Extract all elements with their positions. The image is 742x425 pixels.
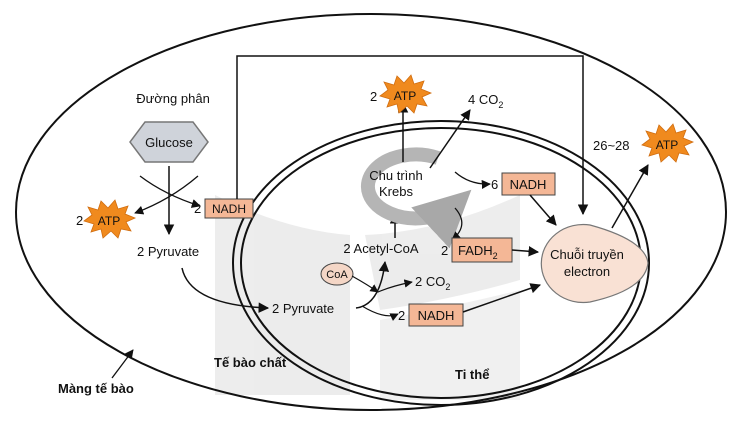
- nadh-mito-label: NADH: [418, 308, 455, 323]
- etc-label-line2: electron: [564, 264, 610, 279]
- coa-arrow: [351, 275, 379, 293]
- cytoplasm-label: Tế bào chất: [214, 355, 287, 370]
- atp-krebs-label: ATP: [394, 89, 416, 103]
- fadh2-to-etc-arrow: [511, 246, 540, 257]
- krebs-to-nadh-arrow: [454, 171, 491, 189]
- atp-burst-etc: [641, 123, 695, 163]
- krebs-to-co2-arrow: [429, 109, 471, 169]
- glycolysis-label: Đường phân: [136, 91, 210, 106]
- watermark-logo: [215, 195, 520, 400]
- etc-to-atp-arrow: [611, 164, 649, 229]
- cell-membrane-label: Màng tế bào: [58, 381, 134, 396]
- atp-burst-glycolysis: [83, 199, 137, 239]
- coa-label: CoA: [326, 269, 348, 281]
- atp-burst-krebs: [379, 74, 433, 114]
- pyruvate-mito-label: 2 Pyruvate: [272, 301, 334, 316]
- nadh-box-glycolysis: [204, 198, 254, 219]
- fadh2-box: [451, 237, 513, 263]
- coa-ellipse: [320, 262, 354, 286]
- nadh-krebs-to-etc-arrow: [529, 194, 557, 226]
- mitochondrion-label: Ti thể: [455, 367, 489, 382]
- atp-glycolysis-count: 2: [76, 213, 83, 228]
- nadh-glycolysis-label: NADH: [212, 202, 246, 216]
- nadh-mito-to-etc-arrow: [462, 283, 541, 313]
- glucose-hexagon: [129, 121, 209, 163]
- cell-membrane-pointer: [111, 349, 134, 379]
- co2-pyruvate-label: 2 CO2: [415, 274, 450, 292]
- nadh-box-mito: [408, 303, 464, 327]
- fadh2-label: FADH2: [458, 243, 498, 261]
- atp-etc-count: 26~28: [593, 138, 630, 153]
- atp-etc-label: ATP: [656, 138, 678, 152]
- krebs-label-line1: Chu trình: [369, 168, 422, 183]
- nadh-glycolysis-count: 2: [194, 201, 201, 216]
- glucose-label: Glucose: [145, 135, 193, 150]
- nadh-connector-line: [236, 55, 589, 216]
- acetyl-coa-label: 2 Acetyl-CoA: [343, 241, 418, 256]
- fadh2-count: 2: [441, 243, 448, 258]
- nadh-krebs-label: NADH: [510, 177, 547, 192]
- glycolysis-arrow-atp: [134, 175, 199, 215]
- cell-membrane-outline: [15, 13, 727, 411]
- co2-release-arrow: [377, 279, 413, 293]
- krebs-cycle-arrow: [360, 147, 472, 249]
- co2-krebs-label: 4 CO2: [468, 92, 503, 110]
- etc-shape: [540, 223, 649, 304]
- glycolysis-arrow-nadh: [139, 175, 201, 208]
- krebs-to-fadh2-arrow: [451, 207, 463, 241]
- nadh-mito-count: 2: [398, 308, 405, 323]
- nadh-mito-arrow: [361, 305, 399, 321]
- mitochondrion-outer-membrane: [232, 120, 650, 406]
- etc-label-line1: Chuỗi truyền: [550, 247, 624, 262]
- pyruvate-cytoplasm-label: 2 Pyruvate: [137, 244, 199, 259]
- pyruvate-to-acetyl-arrow: [355, 260, 390, 309]
- pyruvate-transport-arrow: [181, 267, 270, 313]
- krebs-label-line2: Krebs: [379, 184, 413, 199]
- nadh-box-krebs: [501, 172, 556, 196]
- nadh-krebs-count: 6: [491, 177, 498, 192]
- atp-krebs-count: 2: [370, 89, 377, 104]
- atp-glycolysis-label: ATP: [98, 214, 120, 228]
